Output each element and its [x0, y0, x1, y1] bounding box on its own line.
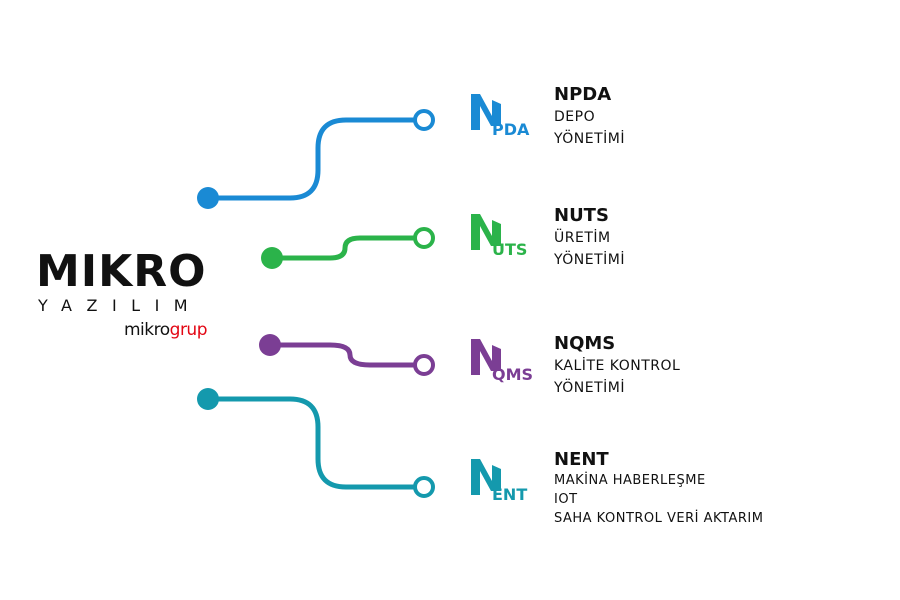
- nqms-description: NQMS KALİTE KONTROL YÖNETİMİ: [554, 333, 680, 399]
- connector-nqms: [267, 342, 427, 368]
- product-code: ENT: [492, 485, 528, 504]
- product-title: NENT: [554, 449, 609, 470]
- product-line: SAHA KONTROL VERİ AKTARIM: [554, 511, 764, 526]
- nuts-logo-icon: UTS: [468, 210, 538, 270]
- mikrogrup-brand: mikrogrup: [124, 320, 208, 340]
- product-line: DEPO: [554, 109, 596, 125]
- connector-npda-end-ring: [413, 109, 435, 131]
- product-line: YÖNETİMİ: [554, 131, 626, 147]
- product-code: QMS: [492, 365, 534, 384]
- nuts-description: NUTS ÜRETİM YÖNETİMİ: [554, 205, 625, 271]
- n-letter-icon: [471, 94, 501, 130]
- npda-description: NPDA DEPO YÖNETİMİ: [554, 84, 625, 150]
- product-title: NQMS: [554, 333, 616, 354]
- n-letter-icon: [471, 214, 501, 250]
- logo-wordmark: MIKRO: [36, 246, 207, 297]
- nent-logo-icon: ENT: [468, 455, 538, 515]
- product-line: YÖNETİMİ: [554, 252, 626, 268]
- connector-nuts: [269, 235, 427, 261]
- connector-nent: [205, 396, 427, 490]
- connector-nuts-start-dot: [261, 247, 283, 269]
- n-letter-icon: [471, 459, 501, 495]
- product-title: NPDA: [554, 84, 612, 105]
- logo-subtitle: YAZILIM: [38, 296, 203, 315]
- connector-nent-start-dot: [197, 388, 219, 410]
- product-title: NUTS: [554, 205, 609, 226]
- connector-nuts-end-ring: [413, 227, 435, 249]
- connector-nqms-start-dot: [259, 334, 281, 356]
- connector-nent-end-ring: [413, 476, 435, 498]
- nqms-logo-icon: QMS: [468, 335, 538, 395]
- connector-npda: [205, 117, 427, 201]
- npda-logo-icon: PDA: [468, 90, 538, 150]
- connector-nqms-end-ring: [413, 354, 435, 376]
- nent-description: NENT MAKİNA HABERLEŞME IOT SAHA KONTROL …: [554, 449, 763, 528]
- mikrogrup-brand-part-a: mikro: [124, 320, 170, 340]
- product-line: KALİTE KONTROL: [554, 358, 681, 374]
- connector-npda-start-dot: [197, 187, 219, 209]
- n-letter-icon: [471, 339, 501, 375]
- product-code: UTS: [492, 240, 528, 259]
- product-line: MAKİNA HABERLEŞME: [554, 473, 706, 488]
- product-line: IOT: [554, 492, 578, 507]
- product-line: ÜRETİM: [554, 230, 611, 246]
- mikro-yazilim-logo: MIKRO YAZILIM mikrogrup: [30, 248, 230, 358]
- product-code: PDA: [492, 120, 530, 139]
- product-line: YÖNETİMİ: [554, 380, 626, 396]
- mikrogrup-brand-part-b: grup: [169, 320, 208, 340]
